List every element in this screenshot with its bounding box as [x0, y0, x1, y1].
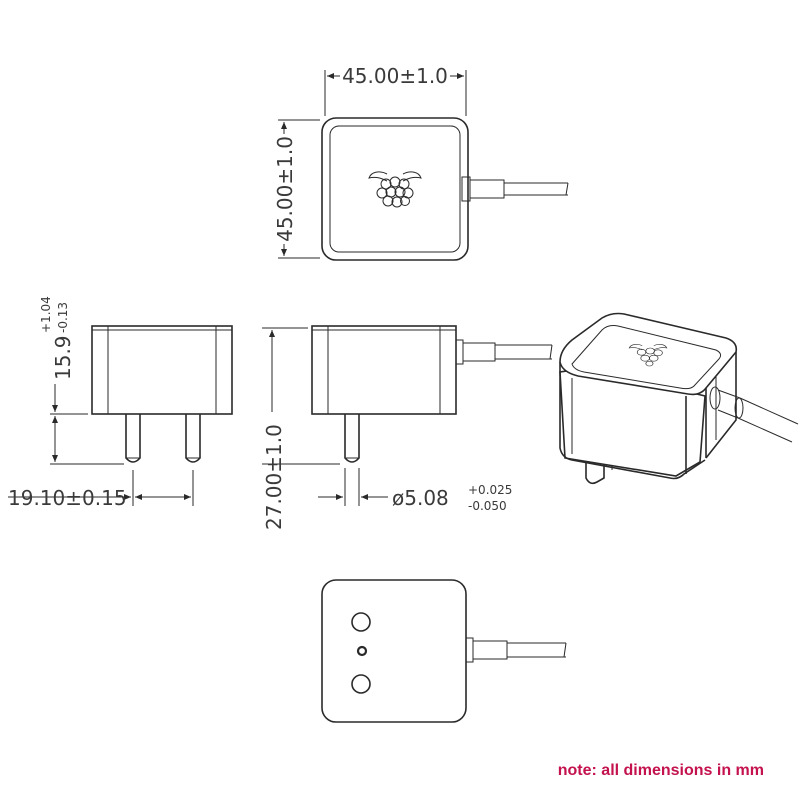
isometric-view [559, 312, 799, 485]
bottom-view-outline [321, 579, 467, 723]
top-view-inner-outline [329, 125, 461, 253]
raspberry-logo-small-icon [628, 344, 668, 367]
front-pin-left [125, 414, 141, 463]
raspberry-logo-icon [368, 171, 422, 208]
top-width-dim: 45.00±1.0 [342, 64, 448, 88]
front-view: 15.9 +1.04 -0.13 19.10±0.15 [8, 296, 233, 510]
front-pin-right [185, 414, 201, 463]
body-height-dim: 15.9 [51, 335, 75, 380]
front-view-body [91, 325, 233, 415]
top-view-outline [321, 117, 469, 261]
pin-hole-bottom [351, 674, 371, 694]
side-view-body [311, 325, 457, 415]
pin-diameter-tol-plus: +0.025 [468, 483, 512, 497]
pin-diameter-dim: ø5.08 [392, 486, 449, 510]
side-view: 27.00±1.0 ø5.08 +0.025 -0.050 [262, 325, 553, 530]
body-height-tol-plus: +1.04 [39, 296, 53, 333]
top-view: 45.00±1.0 45.00±1.0 [272, 62, 569, 261]
overall-height-dim: 27.00±1.0 [262, 424, 286, 530]
pin-spacing-dim: 19.10±0.15 [8, 486, 127, 510]
pin-hole-top [351, 612, 371, 632]
side-pin [344, 414, 360, 463]
center-hole [356, 645, 368, 657]
pin-diameter-tol-minus: -0.050 [468, 499, 507, 513]
bottom-view [321, 579, 567, 723]
top-height-dim: 45.00±1.0 [273, 136, 297, 242]
units-note: note: all dimensions in mm [558, 762, 764, 779]
body-height-tol-minus: -0.13 [56, 302, 70, 333]
